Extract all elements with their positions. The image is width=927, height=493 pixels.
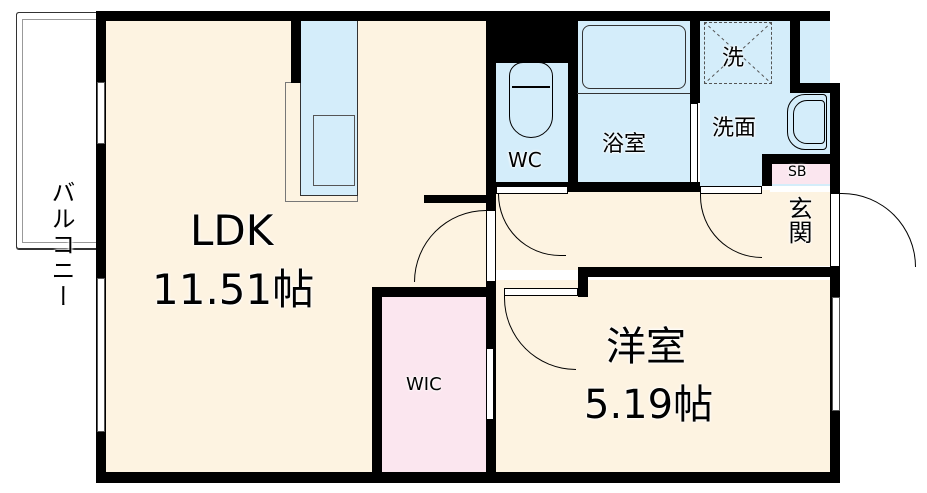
wall-bath-right xyxy=(690,11,700,103)
wall-wash-step xyxy=(790,83,840,93)
room-wic xyxy=(382,296,488,472)
washbasin-icon xyxy=(787,94,827,150)
wall-western-top xyxy=(578,267,840,277)
washroom-label: 洗面 xyxy=(712,116,757,141)
washer-space xyxy=(704,22,772,84)
western-room-label: 洋室 xyxy=(606,324,686,370)
wall-wash-top xyxy=(690,11,800,21)
room-bath xyxy=(577,20,695,186)
washer-label: 洗 xyxy=(722,46,745,71)
shoebox-label: SB xyxy=(788,164,807,180)
entrance-label: 玄関 xyxy=(784,196,812,244)
front-door-swing[interactable] xyxy=(840,193,916,267)
wall-top xyxy=(96,11,830,21)
wall-wic-top xyxy=(372,287,496,297)
wall-wash-right-upper xyxy=(790,11,800,93)
wall-wet-bottom xyxy=(486,182,700,192)
washroom-door-opening[interactable] xyxy=(700,186,762,194)
wall-bottom xyxy=(96,472,840,483)
washbasin-inner xyxy=(793,100,825,144)
wc-door-opening[interactable] xyxy=(496,186,568,194)
wall-wic-left xyxy=(372,287,382,483)
kitchen-sink xyxy=(313,115,355,186)
wall-right-upper xyxy=(830,83,840,193)
bath-label: 浴室 xyxy=(602,132,647,157)
western-window xyxy=(832,297,840,411)
ldk-size: 11.51帖 xyxy=(152,265,315,314)
ldk-door-opening[interactable] xyxy=(486,210,496,282)
wall-stub xyxy=(424,195,490,203)
ldk-window-top xyxy=(97,82,105,144)
wall-sb-left xyxy=(762,154,772,186)
wall-western-step xyxy=(578,267,588,297)
shoe-box xyxy=(768,164,830,184)
balcony-outline xyxy=(16,12,100,250)
front-door-opening[interactable] xyxy=(830,193,840,267)
ldk-label: LDK xyxy=(190,206,274,255)
wic-door-opening[interactable] xyxy=(486,348,494,420)
wall-wc-top xyxy=(486,11,578,63)
entrance xyxy=(768,192,830,266)
wall-sb xyxy=(762,154,840,164)
wall-left xyxy=(96,11,106,483)
wic-label: WIC xyxy=(406,374,442,395)
bath-divider xyxy=(577,93,690,94)
toilet-icon xyxy=(509,62,553,138)
western-room-size: 5.19帖 xyxy=(584,382,714,428)
ldk-window-bottom xyxy=(97,278,105,432)
wall-wc-right xyxy=(568,11,578,191)
western-door-opening[interactable] xyxy=(504,288,578,296)
wc-label: WC xyxy=(508,148,542,172)
bath-door-opening[interactable] xyxy=(690,103,698,183)
wall-ldk-right xyxy=(486,11,496,191)
bathtub-icon xyxy=(582,25,686,89)
wall-kitchen xyxy=(291,11,301,83)
balcony-inner xyxy=(22,19,100,243)
balcony-label: バルコニー xyxy=(47,180,75,310)
room-western xyxy=(496,280,830,472)
toilet-tank xyxy=(512,86,550,88)
